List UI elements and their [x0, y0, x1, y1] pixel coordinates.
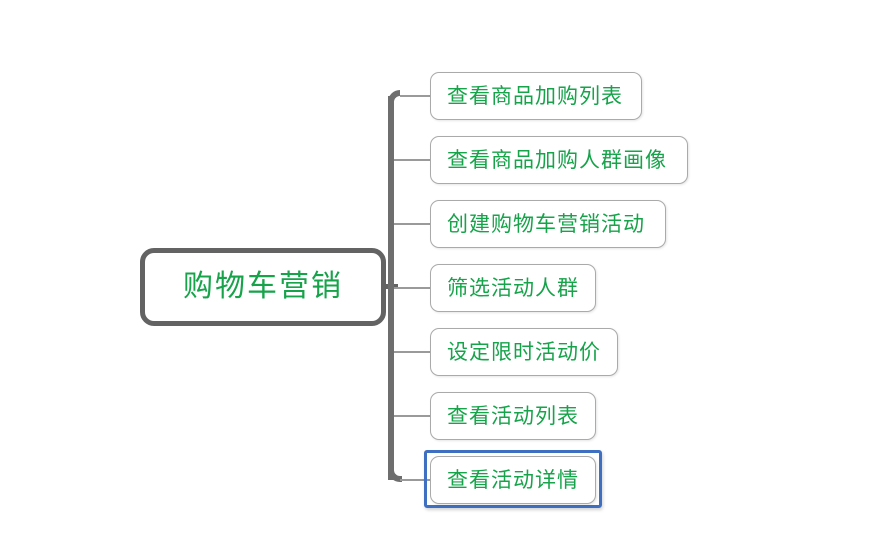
branch-line-1 — [400, 95, 430, 97]
branch-line-3 — [394, 223, 430, 225]
child-node-2-label: 查看商品加购人群画像 — [447, 147, 667, 172]
child-node-4-label: 筛选活动人群 — [447, 275, 579, 300]
branch-line-7 — [400, 479, 430, 481]
child-node-3-label: 创建购物车营销活动 — [447, 211, 645, 236]
child-node-1-label: 查看商品加购列表 — [447, 83, 623, 108]
branch-line-6 — [394, 415, 430, 417]
trunk-bottom-elbow — [388, 468, 402, 482]
child-node-6[interactable]: 查看活动列表 — [430, 392, 596, 440]
child-node-7-label: 查看活动详情 — [447, 467, 579, 492]
child-node-3[interactable]: 创建购物车营销活动 — [430, 200, 666, 248]
child-node-1[interactable]: 查看商品加购列表 — [430, 72, 642, 120]
branch-line-5 — [394, 351, 430, 353]
branch-line-4 — [394, 287, 430, 289]
child-node-4[interactable]: 筛选活动人群 — [430, 264, 596, 312]
child-node-5-label: 设定限时活动价 — [447, 339, 601, 364]
branch-line-2 — [394, 159, 430, 161]
root-node[interactable]: 购物车营销 — [140, 248, 386, 326]
child-node-5[interactable]: 设定限时活动价 — [430, 328, 618, 376]
selection-outline[interactable] — [424, 450, 602, 508]
child-node-6-label: 查看活动列表 — [447, 403, 579, 428]
root-node-label: 购物车营销 — [183, 269, 343, 304]
child-node-7[interactable]: 查看活动详情 — [430, 456, 596, 504]
trunk-line — [388, 96, 394, 480]
child-node-2[interactable]: 查看商品加购人群画像 — [430, 136, 688, 184]
